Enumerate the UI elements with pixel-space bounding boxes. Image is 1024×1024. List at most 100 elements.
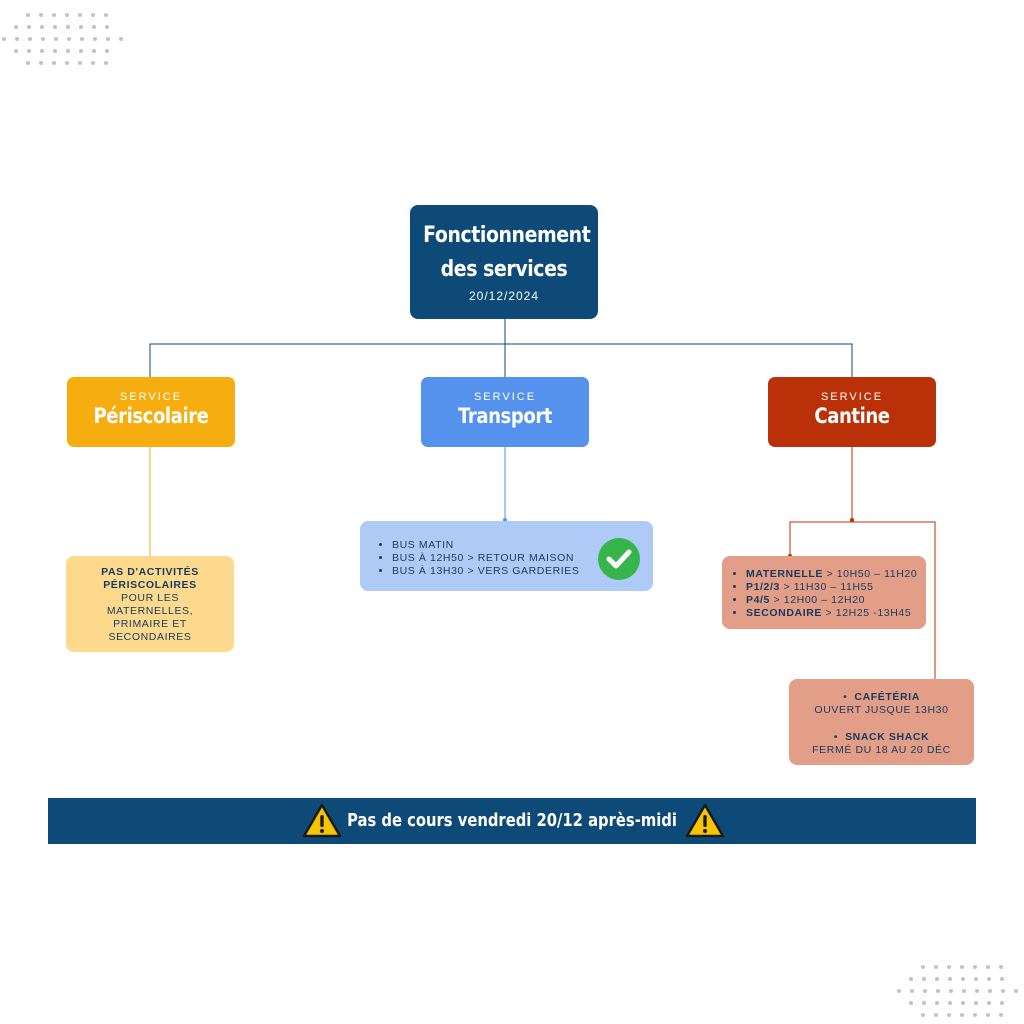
service-name: Cantine [814,404,890,428]
dot [14,25,18,29]
spacer [789,717,974,731]
transport-card: BUS MATIN BUS À 12H50 > RETOUR MAISON BU… [360,521,653,591]
dot [26,13,30,17]
decorative-dots-top-left [0,0,130,70]
dot [105,49,109,53]
dot [41,37,45,41]
dot [1000,977,1004,981]
root-node: Fonctionnement des services 20/12/2024 [410,205,598,319]
dot [54,37,58,41]
dot [40,49,44,53]
dot [39,61,43,65]
dot [986,965,990,969]
dot [961,1001,965,1005]
dot [91,13,95,17]
dot [974,1001,978,1005]
dot [2,37,6,41]
bullet: • [833,731,846,743]
dot [973,1013,977,1017]
dot [53,49,57,53]
cantine-label: MATERNELLE [746,568,823,580]
dot [104,13,108,17]
dot [909,1001,913,1005]
dot [922,1001,926,1005]
dot [39,13,43,17]
dot [40,25,44,29]
cantine-label: SECONDAIRE [746,607,823,619]
cantine-label: P1/2/3 [746,581,780,593]
snack-shack-detail: FERMÉ DU 18 AU 20 DÉC [812,744,951,756]
dot [1000,1001,1004,1005]
list-item: BUS À 13H30 > VERS GARDERIES [392,565,653,578]
dot [67,37,71,41]
periscolaire-bold-line2: PÉRISCOLAIRES [103,579,197,591]
warning-icon [685,803,725,838]
dot [897,989,901,993]
cafeteria-item1: • CAFÉTÉRIA [789,691,974,704]
dot [26,61,30,65]
dot [934,1013,938,1017]
dot [27,49,31,53]
dot [975,989,979,993]
dot [79,25,83,29]
root-title-line1: Fonctionnement [423,223,591,248]
dot [988,989,992,993]
dot [987,977,991,981]
dot [119,37,123,41]
cantine-time: > 12H25 -13H45 [822,607,912,619]
dot [960,965,964,969]
dot [962,989,966,993]
dot [79,49,83,53]
dot [1014,989,1018,993]
dot [80,37,84,41]
dot [961,977,965,981]
dot [27,25,31,29]
dot [960,1013,964,1017]
dot [92,49,96,53]
warning-icon [302,803,342,838]
dot [935,977,939,981]
dot [999,1013,1003,1017]
cantine-label: P4/5 [746,594,770,606]
dot [105,25,109,29]
cafeteria-label: CAFÉTÉRIA [854,691,920,703]
dot [65,13,69,17]
dot [52,61,56,65]
snack-shack-label: SNACK SHACK [845,731,930,743]
snack-shack-item: • SNACK SHACK [789,731,974,744]
service-kicker: SERVICE [820,391,884,403]
root-date: 20/12/2024 [468,289,540,303]
cafeteria-detail: OUVERT JUSQUE 13H30 [814,704,949,716]
service-name: Transport [457,404,553,428]
periscolaire-text-line1: POUR LES [121,592,179,604]
list-item: BUS À 12H50 > RETOUR MAISON [392,552,653,565]
dot [936,989,940,993]
dot [78,13,82,17]
cantine-list: MATERNELLE > 10H50 – 11H20 P1/2/3 > 11H3… [728,568,926,620]
cafeteria-card: • CAFÉTÉRIA OUVERT JUSQUE 13H30 • SNACK … [789,679,974,765]
dot [947,965,951,969]
cantine-time: > 12H00 – 12H20 [770,594,866,606]
root-title-line2: des services [440,257,568,282]
dot [1001,989,1005,993]
dot [973,965,977,969]
dot [93,37,97,41]
cantine-time: > 11H30 – 11H55 [779,581,874,593]
dot [935,1001,939,1005]
dot [987,1001,991,1005]
service-transport: SERVICE Transport [421,377,589,447]
dot [52,13,56,17]
list-item: BUS MATIN [392,539,653,552]
dot [92,25,96,29]
list-item: SECONDAIRE > 12H25 -13H45 [746,607,926,620]
dot [949,989,953,993]
dot [106,37,110,41]
periscolaire-text-line3: PRIMAIRE ET [113,618,187,630]
service-kicker: SERVICE [119,391,183,403]
dot [14,49,18,53]
dot [948,977,952,981]
dot [923,989,927,993]
service-kicker: SERVICE [473,391,537,403]
dot [28,37,32,41]
